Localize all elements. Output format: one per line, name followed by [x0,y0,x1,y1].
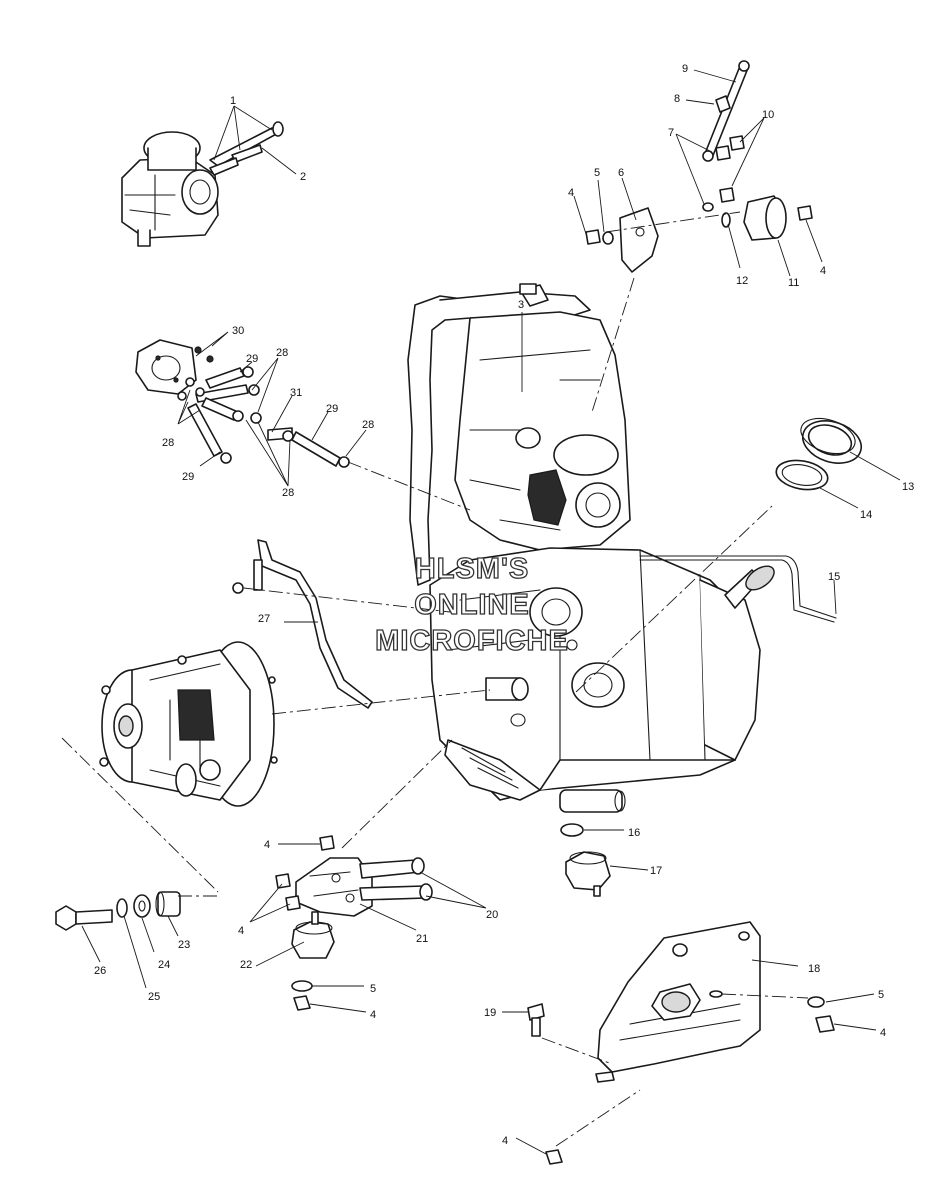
callout-label: 28 [282,487,294,499]
callout-label: 10 [762,109,774,121]
callout-label: 28 [276,347,288,359]
callout-label: 20 [486,909,498,921]
callout-label: 15 [828,571,840,583]
callout-label: 23 [178,939,190,951]
callout-label: 24 [158,959,170,971]
callout-label: 26 [94,965,106,977]
front-mount [275,835,433,1011]
fuel-hoses [177,366,350,468]
callout-label: 6 [618,167,624,179]
callout-label: 4 [502,1135,508,1147]
callout-label: 22 [240,959,252,971]
callout-label: 29 [326,403,338,415]
callout-label: 4 [820,265,826,277]
callout-label: 2 [300,171,306,183]
callout-label: 4 [264,839,270,851]
callout-label: 12 [736,275,748,287]
assembly-lines [61,211,809,1147]
callout-label: 19 [484,1007,496,1019]
vent-tube [232,539,373,709]
callout-label: 17 [650,865,662,877]
rear-bracket [527,921,835,1165]
callout-label: 4 [880,1027,886,1039]
callout-label: 16 [628,827,640,839]
engine-assembly [407,283,775,813]
callout-label: 21 [416,933,428,945]
fuel-pump [135,339,214,395]
callout-label: 27 [258,613,270,625]
drive-clutch [99,641,278,807]
watermark-line-1: HLSM'S [415,553,529,585]
callout-label: 8 [674,93,680,105]
callout-label: 13 [902,481,914,493]
watermark-line-3: MICROFICHE [375,625,569,657]
callout-label: 29 [182,471,194,483]
torque-rod [585,60,813,273]
callout-label: 29 [246,353,258,365]
callout-label: 9 [682,63,688,75]
clutch-bolt-set [55,891,181,931]
breather-line [639,555,837,623]
callout-label: 4 [238,925,244,937]
callout-label: 11 [788,277,799,289]
leader-lines [81,69,901,1155]
callout-label: 5 [878,989,884,1001]
intake-boot [775,417,862,491]
callout-label: 30 [232,325,244,337]
callout-label: 5 [594,167,600,179]
watermark-line-2: ONLINE [414,589,530,621]
rear-mount [560,823,611,897]
callout-label: 1 [230,95,236,107]
callout-labels: 1 2 9 8 10 7 6 5 4 12 11 4 3 30 29 28 31… [94,63,914,1147]
callout-label: 28 [162,437,174,449]
carburetor [121,121,284,247]
callout-label: 3 [518,299,524,311]
callout-label: 25 [148,991,160,1003]
callout-label: 7 [668,127,674,139]
callout-label: 4 [370,1009,376,1021]
callout-label: 28 [362,419,374,431]
callout-label: 5 [370,983,376,995]
watermark: HLSM'S ONLINE MICROFICHE [375,552,569,657]
callout-label: 31 [290,387,302,399]
callout-label: 4 [568,187,574,199]
callout-label: 18 [808,963,820,975]
callout-label: 14 [860,509,872,521]
